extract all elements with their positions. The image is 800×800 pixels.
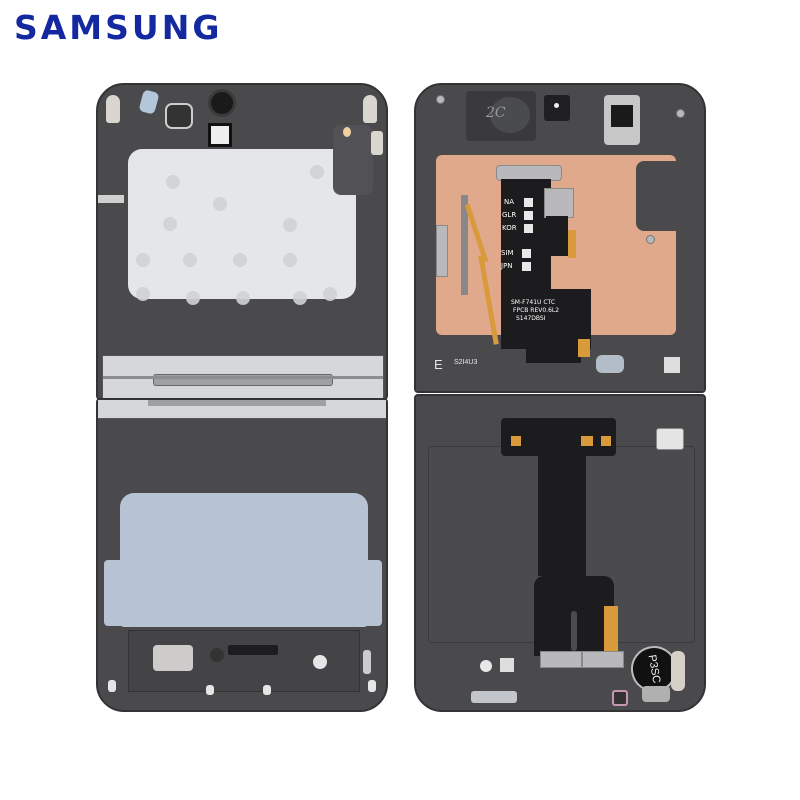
flex-print-line-3: S147DBSI	[516, 315, 546, 322]
qr-code-small	[500, 658, 514, 672]
flex-label-sim: SIM	[501, 249, 514, 257]
flex-label-glr: GLR	[502, 211, 517, 219]
left-hinge	[102, 355, 384, 400]
earpiece-sensor	[604, 95, 640, 145]
speaker-grille	[471, 691, 517, 703]
flex-print-line-1: SM-F741U CTC	[511, 299, 556, 306]
handwritten-marking: 2C	[486, 105, 506, 121]
left-top-frame	[96, 83, 388, 400]
flex-print-line-2: FPCB REV0.6L2	[513, 307, 560, 314]
flex-label-na: NA	[504, 198, 515, 206]
sensor-window-icon	[208, 123, 232, 147]
qr-code	[664, 357, 680, 373]
camera-module: 2C	[466, 91, 536, 141]
right-bottom-frame: P3SC	[414, 394, 706, 712]
flex-label-jpn: JPN	[501, 262, 513, 270]
frame-marking-code: S2I4U3	[454, 359, 478, 366]
left-bottom-shield	[120, 493, 368, 627]
left-bottom-frame	[96, 398, 388, 712]
right-top-frame: 2C NA GLR KOR SIM JPN SM-F741U CTC	[414, 83, 706, 393]
frame-marking-letter: E	[434, 357, 443, 372]
camera-hole-icon	[208, 89, 236, 117]
flex-label-kor: KOR	[502, 224, 517, 232]
samsung-logo: SAMSUNG	[14, 8, 223, 47]
